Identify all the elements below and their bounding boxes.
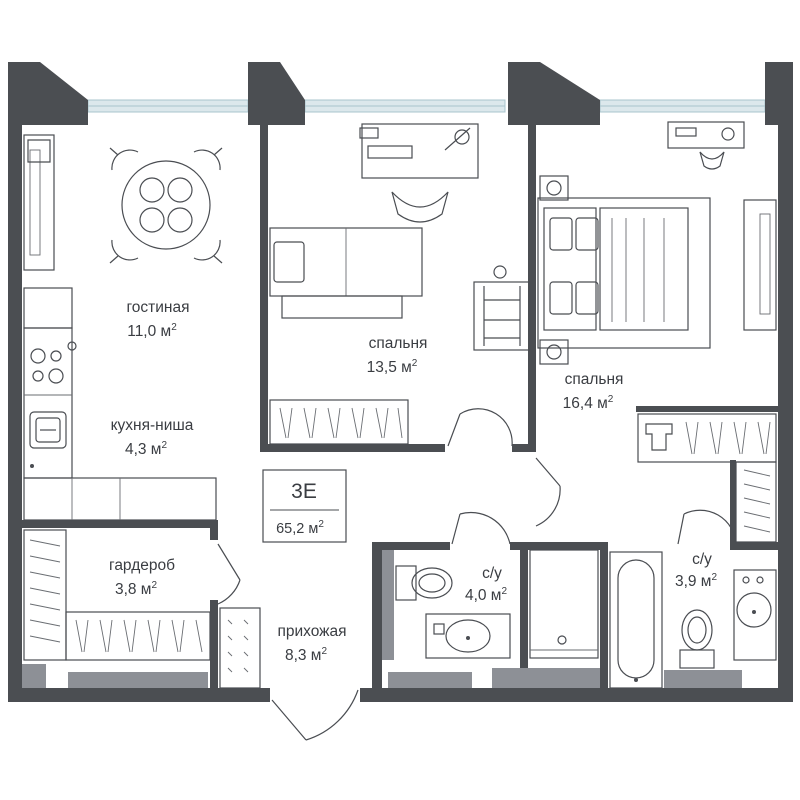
clothes-rack-icon — [473, 265, 531, 351]
dining-table-icon — [109, 147, 223, 264]
apartment-badge: 3Е 65,2 м2 — [262, 469, 347, 543]
toilet-icon — [395, 565, 453, 601]
stove-icon — [30, 341, 77, 384]
washing-machine-icon — [742, 576, 764, 584]
room-area-wardrobe: 3,8 м2 — [115, 580, 158, 598]
washbasin-icon — [425, 613, 511, 659]
apartment-code: 3Е — [291, 480, 317, 503]
toilet-2-icon — [679, 609, 715, 669]
room-name-hallway: прихожая — [277, 623, 346, 640]
kitchen-counter — [23, 287, 217, 521]
desk-icon — [359, 123, 479, 179]
tv-icon — [23, 134, 55, 271]
room-area-bedroom-1: 13,5 м2 — [367, 358, 418, 376]
accent-walls — [22, 550, 742, 688]
room-area-bedroom-2: 16,4 м2 — [563, 394, 614, 412]
room-name-bathroom-2: с/у — [692, 551, 712, 568]
tv-2-icon — [743, 199, 777, 331]
room-name-bedroom-1: спальня — [369, 335, 428, 352]
room-name-bedroom-2: спальня — [565, 371, 624, 388]
wardrobe-icon — [269, 399, 409, 445]
office-chair-icon — [391, 191, 449, 223]
apartment-total-area: 65,2 м2 — [276, 519, 324, 537]
room-name-living: гостиная — [126, 299, 189, 316]
room-name-kitchen: кухня-ниша — [111, 417, 194, 434]
wardrobe-2-icon — [637, 413, 777, 543]
sink-icon — [29, 411, 67, 468]
room-area-hallway: 8,3 м2 — [285, 646, 328, 664]
room-area-bathroom-1: 4,0 м2 — [465, 586, 508, 604]
room-name-bathroom-1: с/у — [482, 565, 502, 582]
sofa-bed-icon — [269, 227, 423, 319]
shower-icon — [529, 549, 599, 659]
room-area-kitchen: 4,3 м2 — [125, 440, 168, 458]
room-name-wardrobe: гардероб — [109, 557, 175, 574]
room-area-living: 11,0 м2 — [127, 322, 177, 340]
nightstand-icon — [539, 175, 569, 365]
desk-2-icon — [667, 121, 745, 170]
double-bed-icon — [537, 197, 711, 349]
washbasin-2-icon — [733, 569, 777, 661]
room-labels: гостиная 11,0 м2 кухня-ниша 4,3 м2 спаль… — [109, 299, 717, 664]
room-area-bathroom-2: 3,9 м2 — [675, 572, 718, 590]
wardrobe-room-shelves — [23, 529, 211, 661]
shoe-rack-icon — [219, 607, 261, 689]
door-icon — [217, 408, 737, 741]
windows — [87, 99, 766, 113]
bathtub-icon — [609, 551, 663, 689]
walls — [8, 62, 793, 702]
